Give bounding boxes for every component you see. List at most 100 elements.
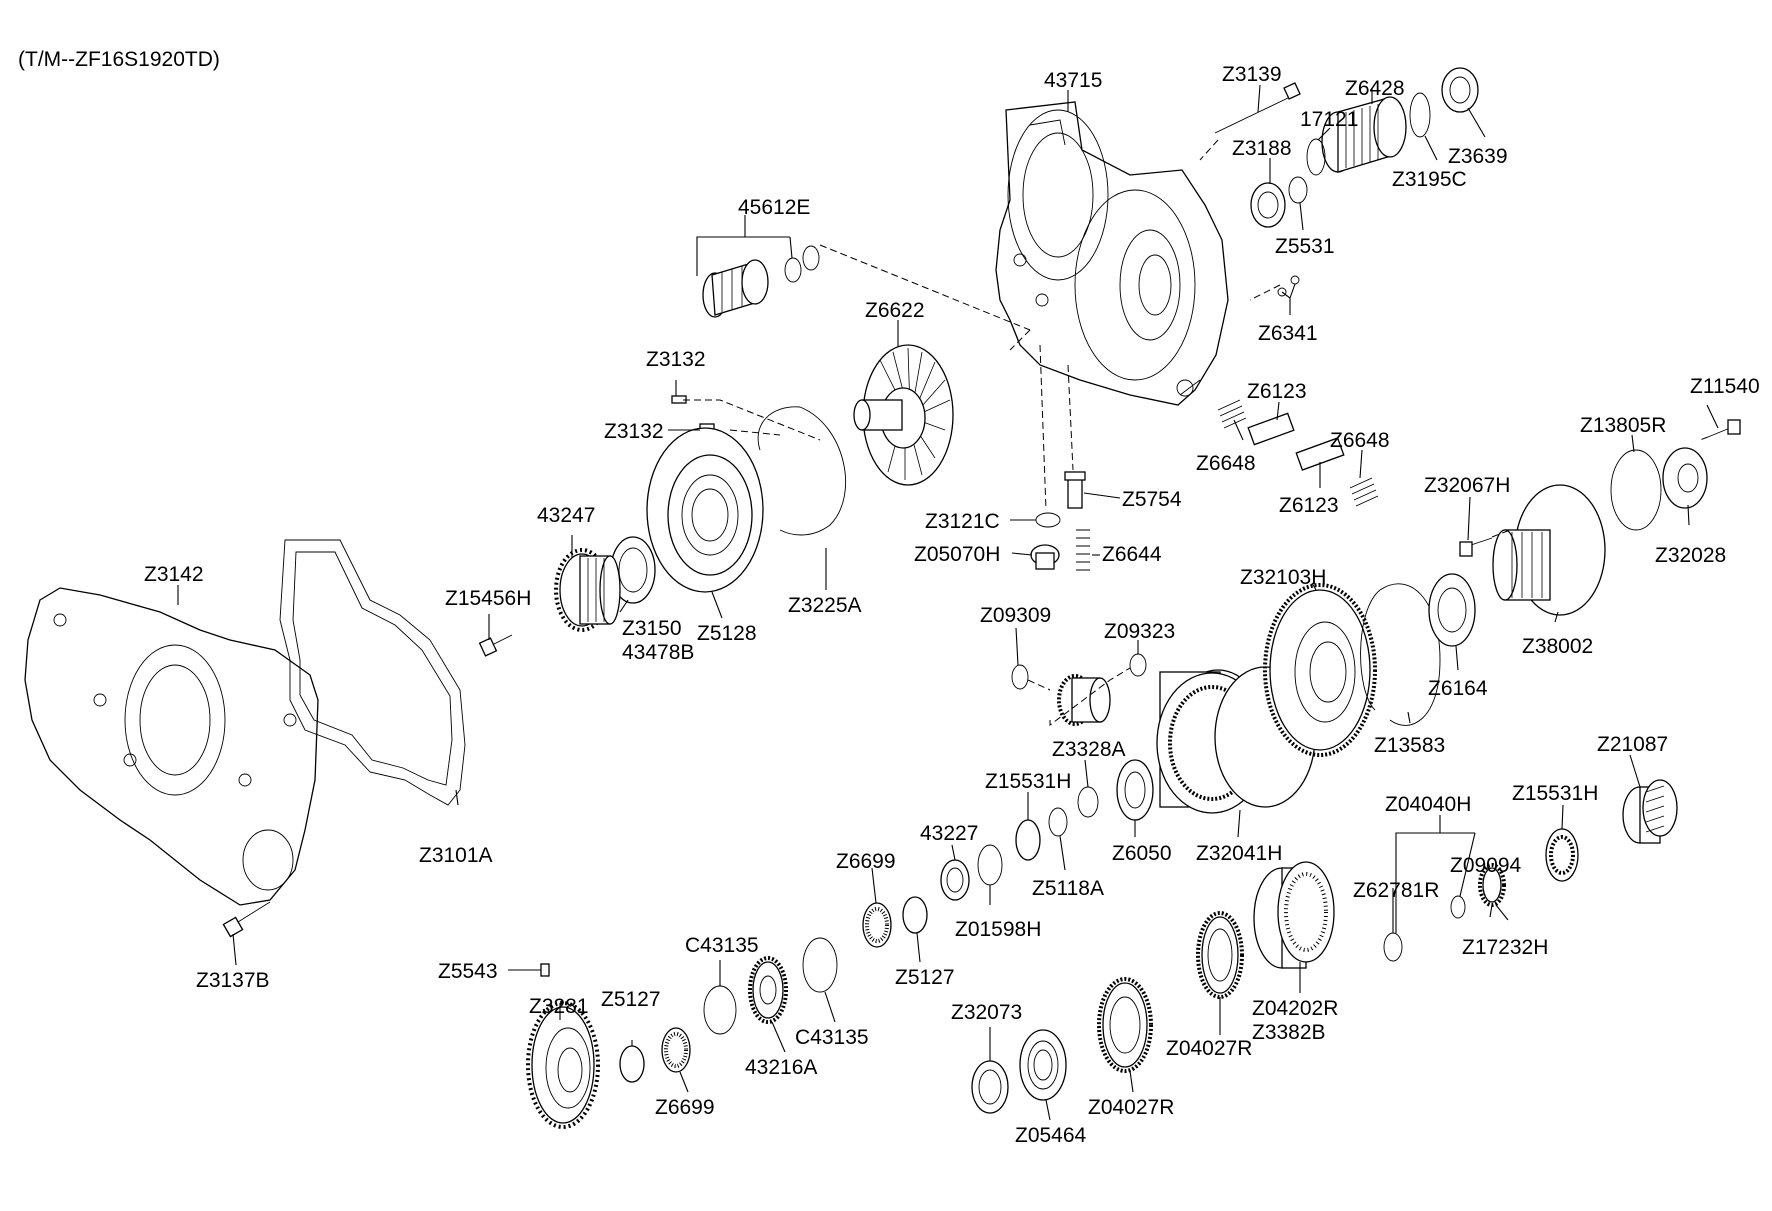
- gear-Z32103H: [1263, 583, 1377, 757]
- gear-43216A: [748, 956, 788, 1024]
- label-Z6164: Z6164: [1428, 677, 1488, 700]
- label-45612E: 45612E: [738, 196, 810, 219]
- plug-Z05070H: [1030, 544, 1060, 570]
- label-Z15531H-b: Z15531H: [1512, 782, 1598, 805]
- label-Z6699-b: Z6699: [655, 1096, 715, 1119]
- assembly-dashed-lines: [683, 139, 1709, 726]
- snap-ring-Z3225A: [757, 406, 846, 536]
- label-Z6699-a: Z6699: [836, 850, 896, 873]
- ring-Z09094: [1450, 895, 1466, 919]
- label-43216A: 43216A: [745, 1056, 817, 1079]
- leader-lines: [177, 84, 1719, 1121]
- valve-Z5754: [1064, 471, 1086, 509]
- label-Z6648-a: Z6648: [1196, 452, 1256, 475]
- bolt-Z11540: [1707, 419, 1741, 438]
- plunger-Z6123-a: [1247, 412, 1295, 446]
- label-Z3132-a: Z3132: [646, 348, 706, 371]
- label-Z32028: Z32028: [1655, 544, 1726, 567]
- ring-Z5118A: [1048, 807, 1068, 837]
- label-Z6341: Z6341: [1258, 322, 1318, 345]
- label-Z13583: Z13583: [1374, 734, 1445, 757]
- bearing-Z6699-b: [661, 1027, 691, 1073]
- label-Z32103H: Z32103H: [1240, 566, 1326, 589]
- label-Z3281: Z3281: [529, 995, 589, 1018]
- spring-Z6648-b: [1349, 477, 1379, 507]
- label-Z5127-b: Z5127: [601, 988, 661, 1011]
- label-Z3195C: Z3195C: [1392, 168, 1467, 191]
- label-Z6622: Z6622: [865, 299, 925, 322]
- label-Z6648-b: Z6648: [1330, 429, 1390, 452]
- label-Z5127-a: Z5127: [895, 966, 955, 989]
- pin-Z5543: [540, 963, 550, 977]
- label-Z38002: Z38002: [1522, 635, 1593, 658]
- bearing-Z6699-a: [862, 902, 892, 948]
- pump-wheel-Z6622: [853, 344, 954, 486]
- sync-ring-Z04027R-a: [1196, 911, 1244, 999]
- bolt-Z32067H: [1459, 537, 1493, 557]
- label-43478B: 43478B: [622, 641, 694, 664]
- washer-Z5127-b: [619, 1045, 645, 1083]
- label-Z3101A: Z3101A: [419, 844, 493, 867]
- gasket-Z3101A: [279, 539, 466, 806]
- ring-Z3121C: [1035, 512, 1061, 528]
- diagram-title: (T/M--ZF16S1920TD): [18, 48, 220, 71]
- label-Z32041H: Z32041H: [1196, 842, 1282, 865]
- label-Z3137B: Z3137B: [196, 969, 270, 992]
- label-17121: 17121: [1300, 108, 1358, 131]
- case-Z3142: [24, 587, 319, 906]
- spring-Z6644: [1076, 529, 1090, 571]
- label-Z5531: Z5531: [1275, 235, 1335, 258]
- ring-Z62781R: [1383, 932, 1403, 962]
- bearing-43227: [940, 859, 970, 901]
- label-Z3121C: Z3121C: [925, 510, 1000, 533]
- label-Z3639: Z3639: [1448, 145, 1508, 168]
- label-Z32073: Z32073: [951, 1001, 1022, 1024]
- label-Z3328A: Z3328A: [1052, 738, 1126, 761]
- label-Z01598H: Z01598H: [955, 918, 1041, 941]
- label-Z5543: Z5543: [438, 960, 498, 983]
- label-C43135-a: C43135: [685, 934, 759, 957]
- label-Z09094: Z09094: [1450, 854, 1522, 877]
- label-Z15456H: Z15456H: [445, 587, 531, 610]
- label-Z5118A: Z5118A: [1032, 877, 1104, 900]
- label-Z3139: Z3139: [1222, 63, 1282, 86]
- label-Z5128: Z5128: [697, 622, 757, 645]
- gear-43247: [554, 548, 621, 632]
- label-43247: 43247: [537, 504, 595, 527]
- label-Z32067H: Z32067H: [1424, 474, 1510, 497]
- bearing-Z3188: [1250, 182, 1286, 228]
- needle-bearing-Z21087: [1622, 779, 1678, 844]
- ring-Z09309: [1011, 664, 1029, 690]
- label-Z3132-b: Z3132: [604, 420, 664, 443]
- bearing-Z6050: [1116, 759, 1154, 821]
- label-Z05464: Z05464: [1015, 1124, 1087, 1147]
- label-Z6123-b: Z6123: [1279, 494, 1339, 517]
- label-Z09323: Z09323: [1104, 620, 1175, 643]
- label-Z04040H: Z04040H: [1385, 793, 1471, 816]
- label-Z04027R-b: Z04027R: [1088, 1096, 1174, 1119]
- bearing-Z15531H-b: [1545, 828, 1579, 882]
- part-labels: 43715 Z3139 Z6428 17121 Z3188 Z3639 Z319…: [144, 63, 1760, 1147]
- pump-housing-Z5128: [646, 427, 764, 593]
- ring-Z3195C: [1409, 92, 1431, 138]
- label-Z6123-a: Z6123: [1247, 380, 1307, 403]
- screw-Z6341: [1277, 275, 1300, 297]
- label-Z04202R: Z04202R: [1252, 997, 1338, 1020]
- sync-ring-Z04027R-b: [1097, 977, 1153, 1073]
- ring-Z5531: [1288, 176, 1308, 204]
- label-Z21087: Z21087: [1597, 733, 1668, 756]
- label-Z5754: Z5754: [1122, 488, 1182, 511]
- label-Z3382B: Z3382B: [1252, 1021, 1326, 1044]
- label-Z3150: Z3150: [622, 617, 682, 640]
- bearing-Z6164: [1428, 573, 1476, 647]
- label-C43135-b: C43135: [795, 1026, 869, 1049]
- label-43715: 43715: [1044, 69, 1102, 92]
- ring-Z13805R: [1610, 449, 1662, 531]
- snap-ring-Z13583: [1379, 583, 1441, 726]
- filter-Z6428: [1321, 96, 1407, 173]
- washer-Z32028: [1662, 447, 1708, 509]
- bolt-Z15456H: [478, 634, 513, 657]
- label-Z13805R: Z13805R: [1580, 414, 1666, 437]
- bearing-Z05464: [1019, 1029, 1067, 1101]
